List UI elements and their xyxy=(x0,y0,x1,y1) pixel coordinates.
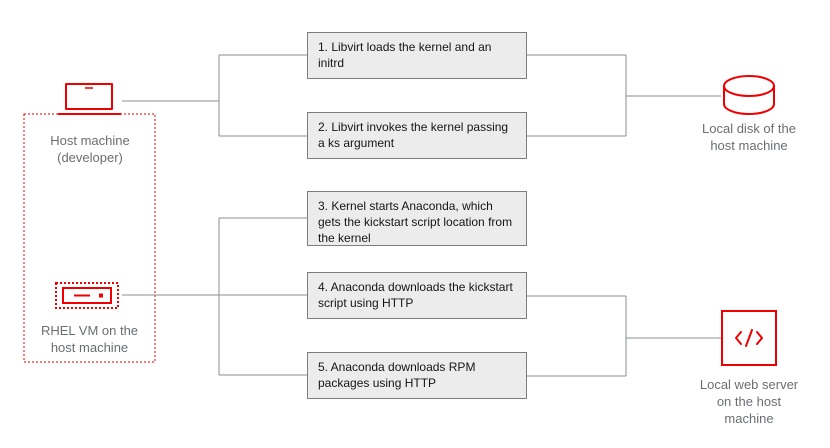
step-box: 3. Kernel starts Anaconda, which gets th… xyxy=(307,191,527,246)
web-server-label: Local web server on the host machine xyxy=(699,377,799,426)
laptop-icon xyxy=(58,83,121,115)
server-icon xyxy=(55,282,119,309)
step-4-label: 4. Anaconda downloads the kickstart scri… xyxy=(318,280,513,310)
rhel-vm-label: RHEL VM on the host machine xyxy=(40,323,139,355)
step-5-label: 5. Anaconda downloads RPM packages using… xyxy=(318,360,476,390)
step-box: 2. Libvirt invokes the kernel passing a … xyxy=(307,112,527,159)
local-disk-label: Local disk of the host machine xyxy=(702,121,796,153)
step-box: 4. Anaconda downloads the kickstart scri… xyxy=(307,272,527,319)
disk-icon xyxy=(723,75,775,115)
connectors-bottom xyxy=(122,217,721,377)
step-1-label: 1. Libvirt loads the kernel and an initr… xyxy=(318,40,492,70)
step-2-label: 2. Libvirt invokes the kernel passing a … xyxy=(318,120,509,150)
host-machine-label: Host machine (developer) xyxy=(50,133,130,165)
step-box: 1. Libvirt loads the kernel and an initr… xyxy=(307,32,527,79)
connectors-top xyxy=(122,54,721,137)
step-3-label: 3. Kernel starts Anaconda, which gets th… xyxy=(318,199,513,245)
step-box: 5. Anaconda downloads RPM packages using… xyxy=(307,352,527,399)
code-icon xyxy=(721,310,777,366)
